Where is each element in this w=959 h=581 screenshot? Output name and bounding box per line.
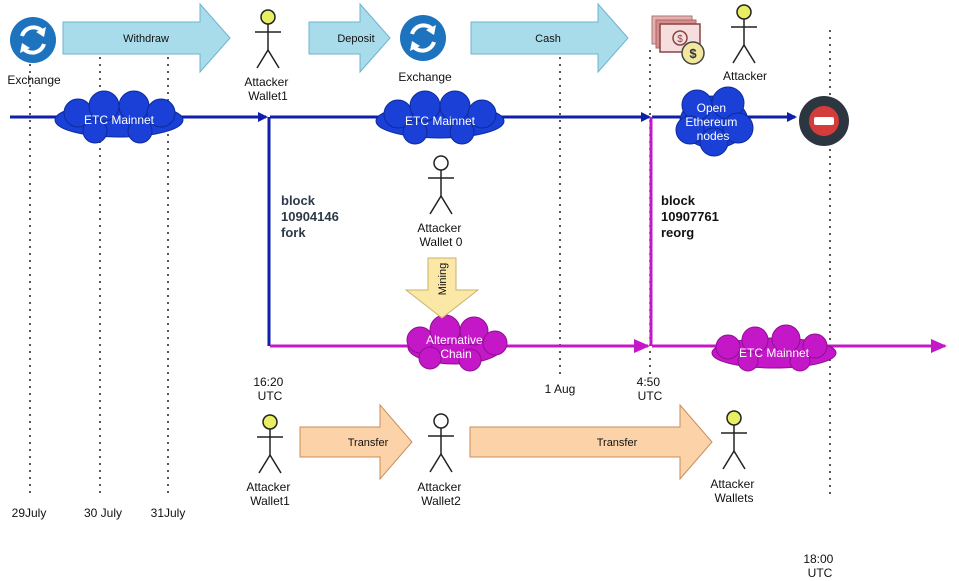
attacker-wallet0-figure [428, 155, 454, 215]
attacker-wallet0-label: Attacker Wallet 0 [417, 221, 464, 249]
attacker-wallet1-bottom-figure [257, 414, 283, 474]
aug1-label: 1 Aug [545, 382, 576, 396]
alternative-chain-cloud: Alternative Chain [406, 314, 508, 372]
date-30july: 30 July [84, 506, 122, 520]
etc-mainnet-cloud-left: ETC Mainnet [54, 90, 184, 144]
attacker-wallets-figure [721, 410, 747, 470]
open-ethereum-nodes-cloud: Open Ethereum nodes [675, 86, 754, 157]
mining-arrow: Mining [404, 257, 480, 319]
attacker-wallet1-top-label: Attacker Wallet1 [244, 75, 291, 103]
deposit-arrow: Deposit [308, 2, 391, 74]
attacker-wallet1-bottom-label: Attacker Wallet1 [246, 480, 293, 508]
etc-mainnet-bottom-label: ETC Mainnet [739, 346, 810, 360]
transfer-1-label: Transfer [348, 437, 389, 449]
fork-block-label: block 10904146 fork [281, 193, 342, 240]
stop-icon [799, 96, 849, 146]
date-31july: 31July [151, 506, 186, 520]
attacker-wallet2-label: Attacker Wallet2 [417, 480, 464, 508]
time-1800-label: 18:00 UTC [803, 552, 836, 580]
withdraw-label: Withdraw [123, 33, 169, 45]
open-ethereum-nodes-label: Open Ethereum nodes [685, 101, 740, 143]
deposit-label: Deposit [337, 33, 374, 45]
attacker-top-right-figure [731, 4, 757, 64]
attacker-wallet2-figure [428, 413, 454, 473]
cash-label: Cash [535, 33, 561, 45]
mining-label: Mining [437, 263, 449, 295]
svg-text:$: $ [689, 46, 697, 61]
exchange-icon [10, 17, 56, 63]
time-450-label: 4:50 UTC [637, 375, 664, 403]
etc-mainnet-bottom-cloud: ETC Mainnet [711, 324, 837, 372]
cash-icon: $ $ [651, 15, 705, 65]
cash-arrow: Cash [470, 2, 629, 74]
attacker-wallet1-top-figure [255, 9, 281, 69]
transfer-arrow-2: Transfer [469, 403, 713, 481]
reorg-block-label: block 10907761 reorg [661, 193, 722, 240]
withdraw-arrow: Withdraw [62, 2, 231, 74]
etc-mainnet-mid-label: ETC Mainnet [405, 114, 476, 128]
svg-text:$: $ [677, 34, 683, 45]
alternative-chain-label: Alternative Chain [426, 333, 486, 361]
exchange-mid-label: Exchange [398, 70, 452, 84]
etc-mainnet-left-label: ETC Mainnet [84, 113, 155, 127]
exchange-left-label: Exchange [7, 73, 61, 87]
attacker-wallets-label: Attacker Wallets [710, 477, 757, 505]
transfer-arrow-1: Transfer [299, 403, 413, 481]
exchange-icon [400, 15, 446, 61]
transfer-2-label: Transfer [597, 437, 638, 449]
time-1620-label: 16:20 UTC [253, 375, 286, 403]
attacker-top-right-label: Attacker [723, 69, 767, 83]
etc-mainnet-cloud-mid: ETC Mainnet [375, 90, 505, 145]
date-29july: 29July [12, 506, 47, 520]
